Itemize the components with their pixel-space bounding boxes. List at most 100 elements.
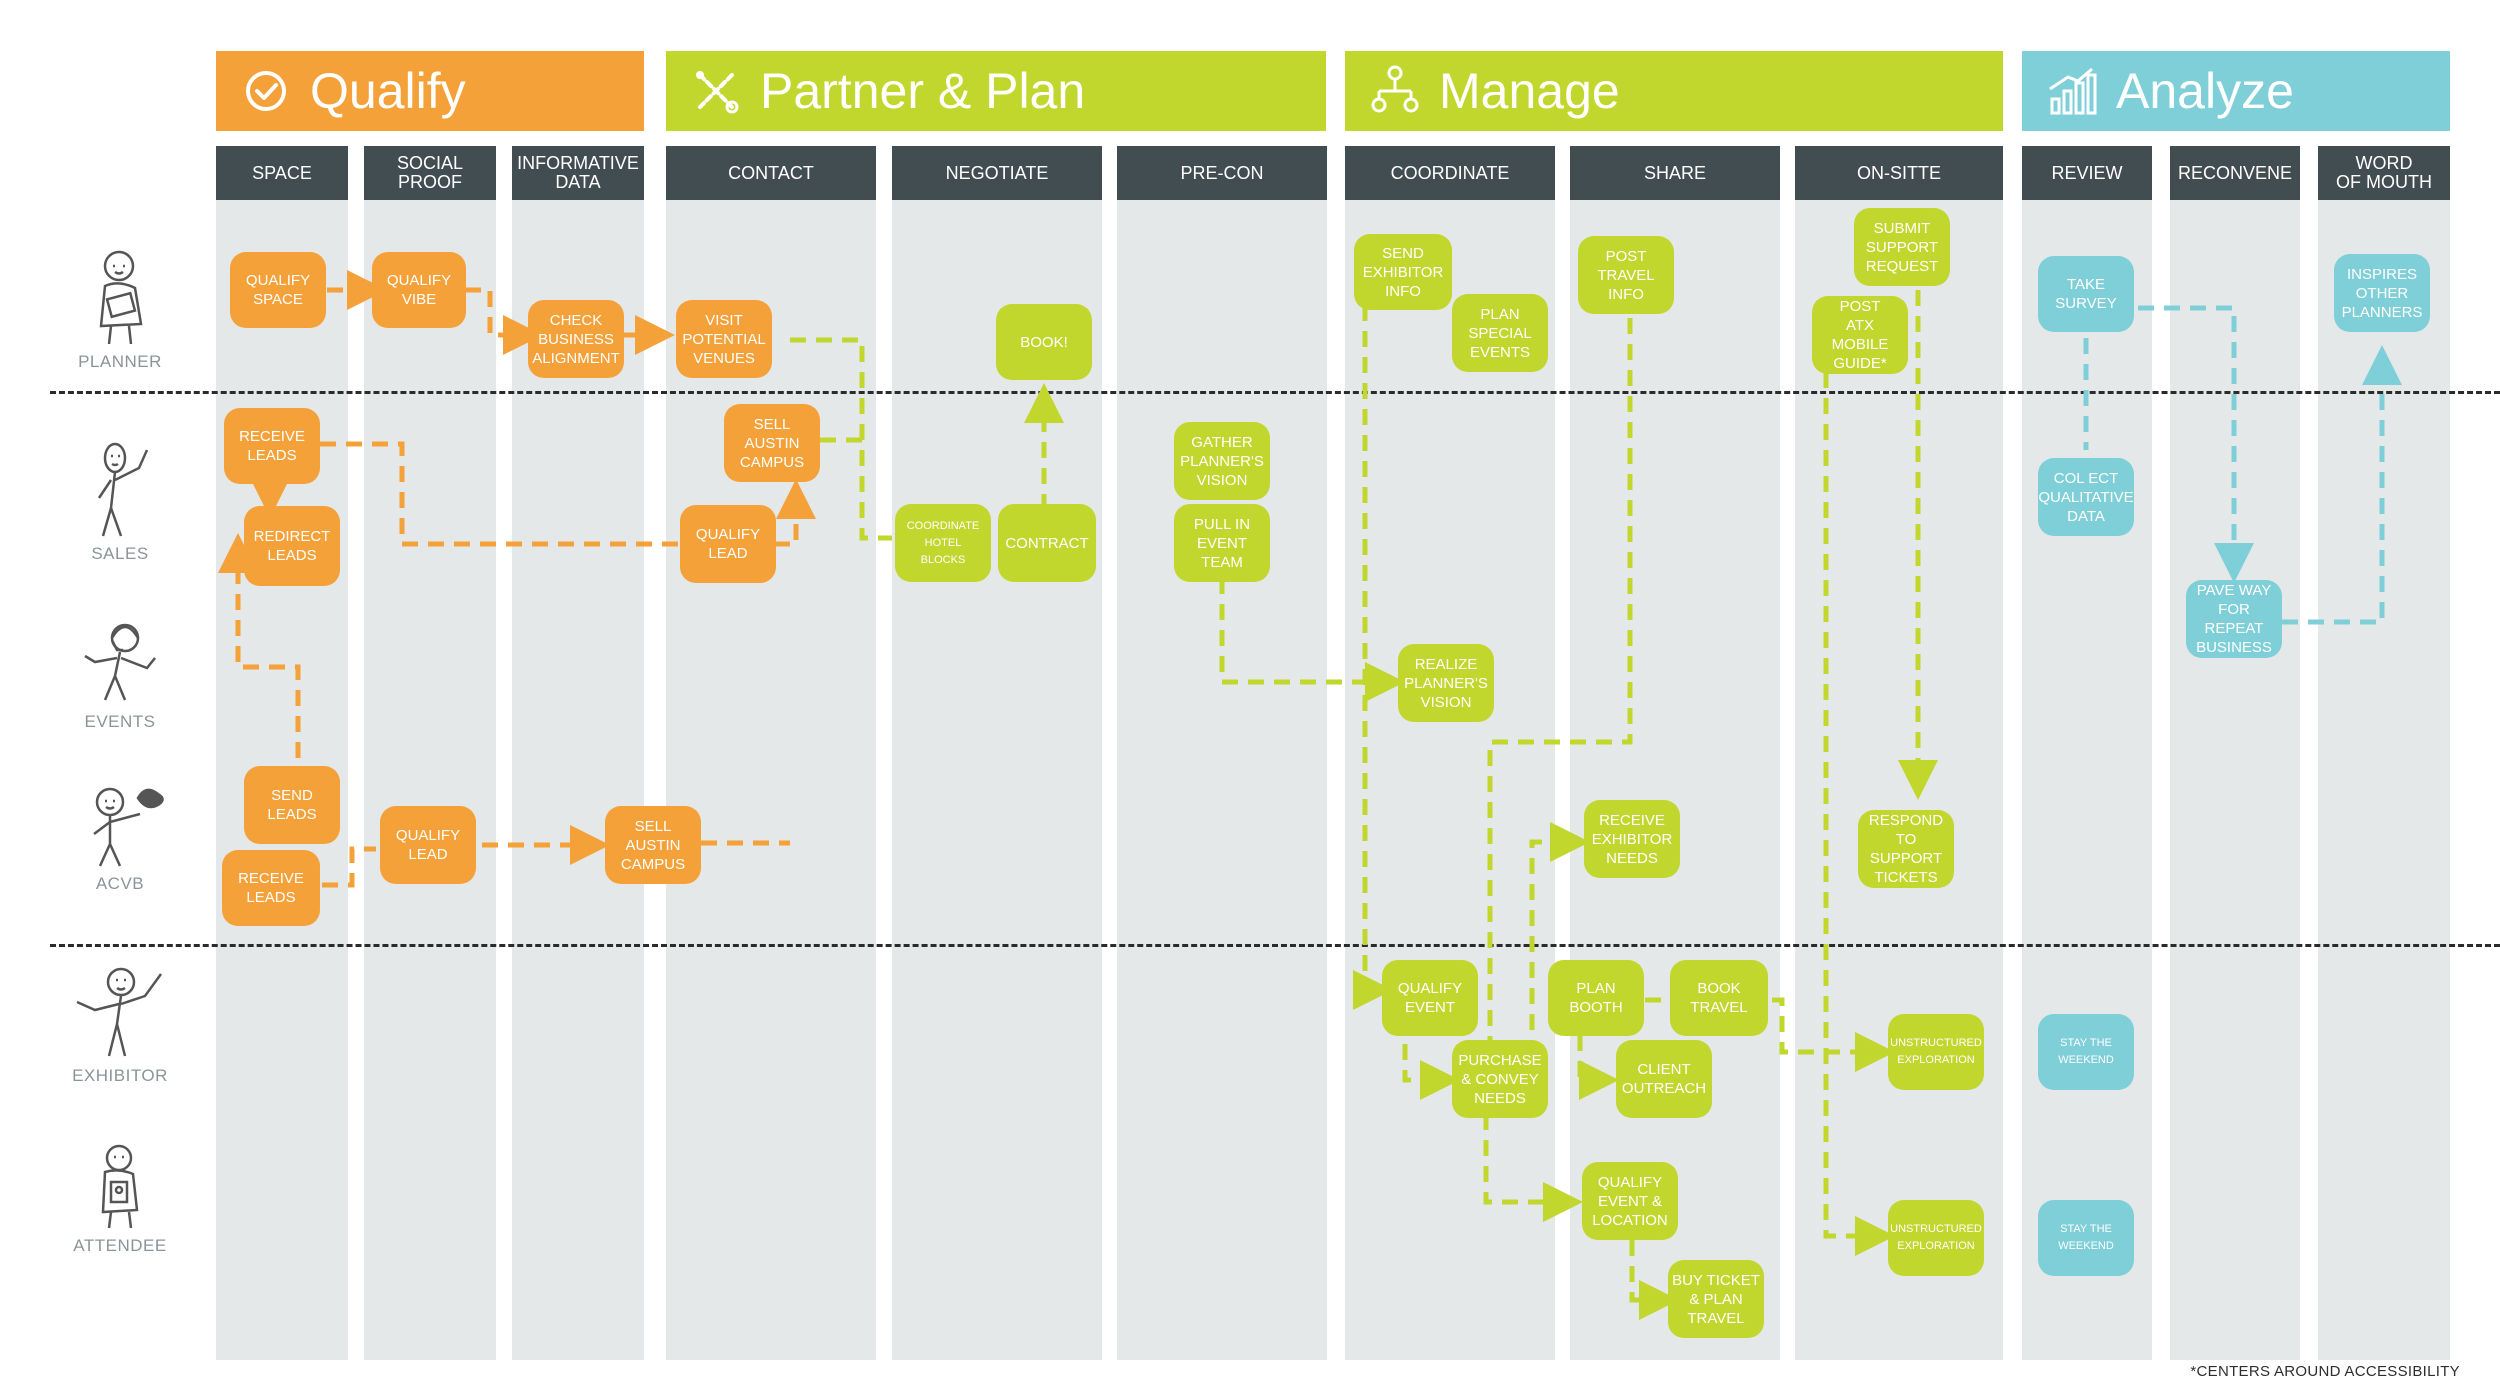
connector-acvb-receive-qualify — [322, 846, 376, 888]
stage-header-share: SHARE — [1570, 146, 1780, 200]
node-send-leads[interactable]: SEND LEADS — [244, 766, 340, 844]
persona-label: SALES — [91, 544, 149, 563]
check-circle-icon — [246, 71, 286, 111]
connector-vibe-check — [465, 287, 543, 355]
node-redirect-leads[interactable]: REDIRECT LEADS — [244, 506, 340, 586]
stage-header-negotiate: NEGOTIATE — [892, 146, 1102, 200]
node-book-travel[interactable]: BOOK TRAVEL — [1670, 960, 1768, 1036]
stage-header-social-proof: SOCIAL PROOF — [364, 146, 496, 200]
stage-header-space: SPACE — [216, 146, 348, 200]
node-post-travel-info[interactable]: POST TRAVEL INFO — [1578, 236, 1674, 314]
persona-label: EVENTS — [84, 712, 156, 731]
stage-header-pre-con: PRE-CON — [1117, 146, 1327, 200]
node-qualify-lead-acvb[interactable]: QUALIFY LEAD — [380, 806, 476, 884]
planner-figure-icon — [99, 250, 143, 345]
stage-header-informative-data: INFORMATIVE DATA — [512, 146, 644, 200]
phase-analyze: Analyze — [2022, 51, 2450, 131]
connector-send-info-down — [1353, 305, 1393, 1010]
node-qualify-event-location[interactable]: QUALIFY EVENT & LOCATION — [1582, 1162, 1678, 1240]
node-purchase-convey-needs[interactable]: PURCHASE & CONVEY NEEDS — [1452, 1040, 1548, 1118]
node-pave-way-repeat-business[interactable]: PAVE WAY FOR REPEAT BUSINESS — [2186, 580, 2282, 658]
connector-plan-booth-client — [1577, 1035, 1619, 1100]
node-client-outreach[interactable]: CLIENT OUTREACH — [1616, 1040, 1712, 1118]
node-submit-support-request[interactable]: SUBMIT SUPPORT REQUEST — [1854, 208, 1950, 286]
node-plan-booth[interactable]: PLAN BOOTH — [1548, 960, 1644, 1036]
attendee-figure-icon — [101, 1144, 139, 1229]
node-coordinate-hotel-blocks[interactable]: COORDINATE HOTEL BLOCKS — [895, 504, 991, 582]
connector-pave-inspire — [2282, 345, 2402, 625]
node-send-exhibitor-info[interactable]: SEND EXHIBITOR INFO — [1354, 234, 1452, 310]
phase-partner-plan: Partner & Plan — [666, 51, 1326, 131]
persona-sales: SALES — [30, 438, 210, 564]
exhibitor-figure-icon — [76, 967, 163, 1057]
phase-title: Analyze — [2116, 63, 2294, 119]
node-pull-in-event-team[interactable]: PULL IN EVENT TEAM — [1174, 504, 1270, 582]
connector-to-receive-needs — [1529, 822, 1590, 1030]
node-collect-qualitative-data[interactable]: COL ECT QUALITATIVE DATA — [2038, 458, 2134, 536]
node-visit-potential-venues[interactable]: VISIT POTENTIAL VENUES — [676, 300, 772, 378]
connector-travel-unstructured — [1772, 997, 1895, 1072]
bar-growth-icon — [2049, 67, 2097, 115]
node-receive-leads-acvb[interactable]: RECEIVE LEADS — [222, 850, 320, 926]
node-qualify-lead-sales[interactable]: QUALIFY LEAD — [680, 505, 776, 583]
row-divider-bottom — [50, 944, 2500, 947]
phase-title: Manage — [1439, 63, 1620, 119]
node-qualify-event[interactable]: QUALIFY EVENT — [1382, 960, 1478, 1036]
connector-pull-realize — [1219, 578, 1405, 702]
row-divider-top — [50, 391, 2500, 394]
phase-manage: Manage — [1345, 51, 2003, 131]
node-receive-leads-sales[interactable]: RECEIVE LEADS — [224, 408, 320, 484]
persona-exhibitor: EXHIBITOR — [30, 960, 210, 1086]
node-respond-to-support-tickets[interactable]: RESPOND TO SUPPORT TICKETS — [1858, 810, 1954, 888]
node-receive-exhibitor-needs[interactable]: RECEIVE EXHIBITOR NEEDS — [1584, 800, 1680, 878]
persona-planner: PLANNER — [30, 246, 210, 372]
node-gather-planners-vision[interactable]: GATHER PLANNER'S VISION — [1174, 422, 1270, 500]
node-stay-the-weekend-exhibitor[interactable]: STAY THE WEEKEND — [2038, 1014, 2134, 1090]
sales-figure-icon — [97, 442, 149, 537]
node-unstructured-exploration-attendee[interactable]: UNSTRUCTURED EXPLORATION — [1888, 1200, 1984, 1276]
node-buy-ticket-plan-travel[interactable]: BUY TICKET & PLAN TRAVEL — [1668, 1260, 1764, 1338]
connector-qualify-event-purchase — [1402, 1018, 1460, 1100]
node-inspires-other-planners[interactable]: INSPIRES OTHER PLANNERS — [2334, 254, 2430, 332]
node-qualify-vibe[interactable]: QUALIFY VIBE — [372, 252, 466, 328]
connector-send-receive — [218, 533, 301, 758]
node-unstructured-exploration-exhibitor[interactable]: UNSTRUCTURED EXPLORATION — [1888, 1014, 1984, 1090]
node-post-atx-mobile-guide[interactable]: POST ATX MOBILE GUIDE* — [1812, 296, 1908, 374]
stage-header-word-of-mouth: WORD OF MOUTH — [2318, 146, 2450, 200]
node-sell-austin-campus-acvb[interactable]: SELL AUSTIN CAMPUS — [605, 806, 701, 884]
stage-header-contact: CONTACT — [666, 146, 876, 200]
connector-receive-qualify-lead — [320, 441, 680, 547]
connector-survey-pave — [2138, 305, 2254, 583]
persona-events: EVENTS — [30, 616, 210, 732]
node-realize-planners-vision[interactable]: REALIZE PLANNER'S VISION — [1398, 644, 1494, 722]
persona-label: PLANNER — [78, 352, 162, 371]
connector-qualify-loc-buy — [1629, 1240, 1679, 1320]
persona-label: EXHIBITOR — [72, 1066, 168, 1085]
node-sell-austin-campus-sales[interactable]: SELL AUSTIN CAMPUS — [724, 404, 820, 482]
footnote: *CENTERS AROUND ACCESSIBILITY — [2190, 1363, 2460, 1380]
phase-title: Qualify — [310, 63, 466, 119]
stage-header-on-site: ON-SITTE — [1795, 146, 2003, 200]
persona-acvb: ACVB — [30, 778, 210, 894]
persona-attendee: ATTENDEE — [30, 1140, 210, 1256]
connector-post-travel-down — [1487, 318, 1633, 1050]
node-stay-the-weekend-attendee[interactable]: STAY THE WEEKEND — [2038, 1200, 2134, 1276]
stage-header-coordinate: COORDINATE — [1345, 146, 1555, 200]
org-chart-icon — [1371, 65, 1419, 113]
events-headset-figure-icon — [84, 623, 156, 701]
phase-title: Partner & Plan — [760, 63, 1086, 119]
node-check-business-alignment[interactable]: CHECK BUSINESS ALIGNMENT — [528, 300, 624, 378]
connector-purchase-qualify-loc — [1483, 1114, 1583, 1222]
persona-label: ACVB — [95, 874, 145, 893]
tools-cross-icon — [696, 71, 739, 114]
node-take-survey[interactable]: TAKE SURVEY — [2038, 256, 2134, 332]
node-book[interactable]: BOOK! — [996, 304, 1092, 380]
node-contract[interactable]: CONTRACT — [998, 504, 1096, 582]
connector-qualify-lead-sell — [774, 479, 816, 547]
node-plan-special-events[interactable]: PLAN SPECIAL EVENTS — [1452, 294, 1548, 372]
node-qualify-space[interactable]: QUALIFY SPACE — [230, 252, 326, 328]
acvb-hat-figure-icon — [93, 787, 164, 867]
stage-header-reconvene: RECONVENE — [2170, 146, 2300, 200]
